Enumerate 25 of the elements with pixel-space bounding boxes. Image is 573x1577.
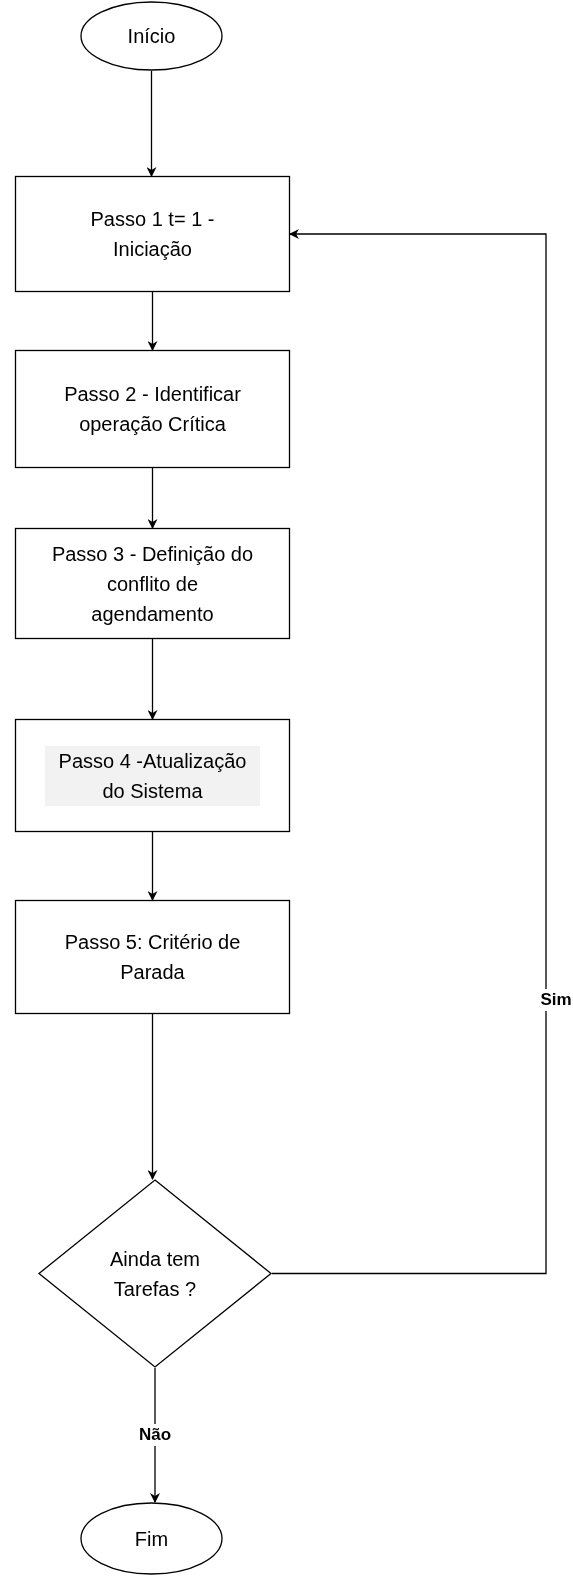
arrow: [147, 467, 158, 529]
process-box: [15, 719, 290, 832]
process-box: [15, 176, 290, 292]
arrow: [147, 291, 158, 351]
edge-label: Não: [137, 1424, 174, 1446]
node-text: Passo 1 t= 1 - Iniciação: [89, 207, 216, 262]
node-text: Passo 5: Critério de Parada: [63, 930, 242, 985]
node-text: Passo 4 -Atualização do Sistema: [45, 745, 260, 806]
node-text: Passo 2 - Identificar operação Crítica: [63, 382, 242, 437]
decision-diamond: [38, 1179, 272, 1368]
node-text: Ainda tem Tarefas ?: [108, 1246, 202, 1302]
node-text: Fim: [134, 1526, 169, 1552]
edge-label: Sim: [538, 989, 573, 1011]
process-box: [15, 900, 290, 1014]
arrow: [147, 638, 158, 720]
process-box: [15, 528, 290, 639]
arrow: [271, 229, 547, 1275]
terminal-ellipse: [80, 1, 223, 71]
node-text: Início: [127, 24, 176, 49]
arrow: [146, 70, 157, 177]
arrow: [147, 831, 158, 901]
node-text: Passo 3 - Definição do conflito de agendamento: [50, 541, 255, 627]
arrow: [147, 1013, 158, 1180]
terminal-ellipse: [80, 1502, 223, 1575]
process-box: [15, 350, 290, 468]
